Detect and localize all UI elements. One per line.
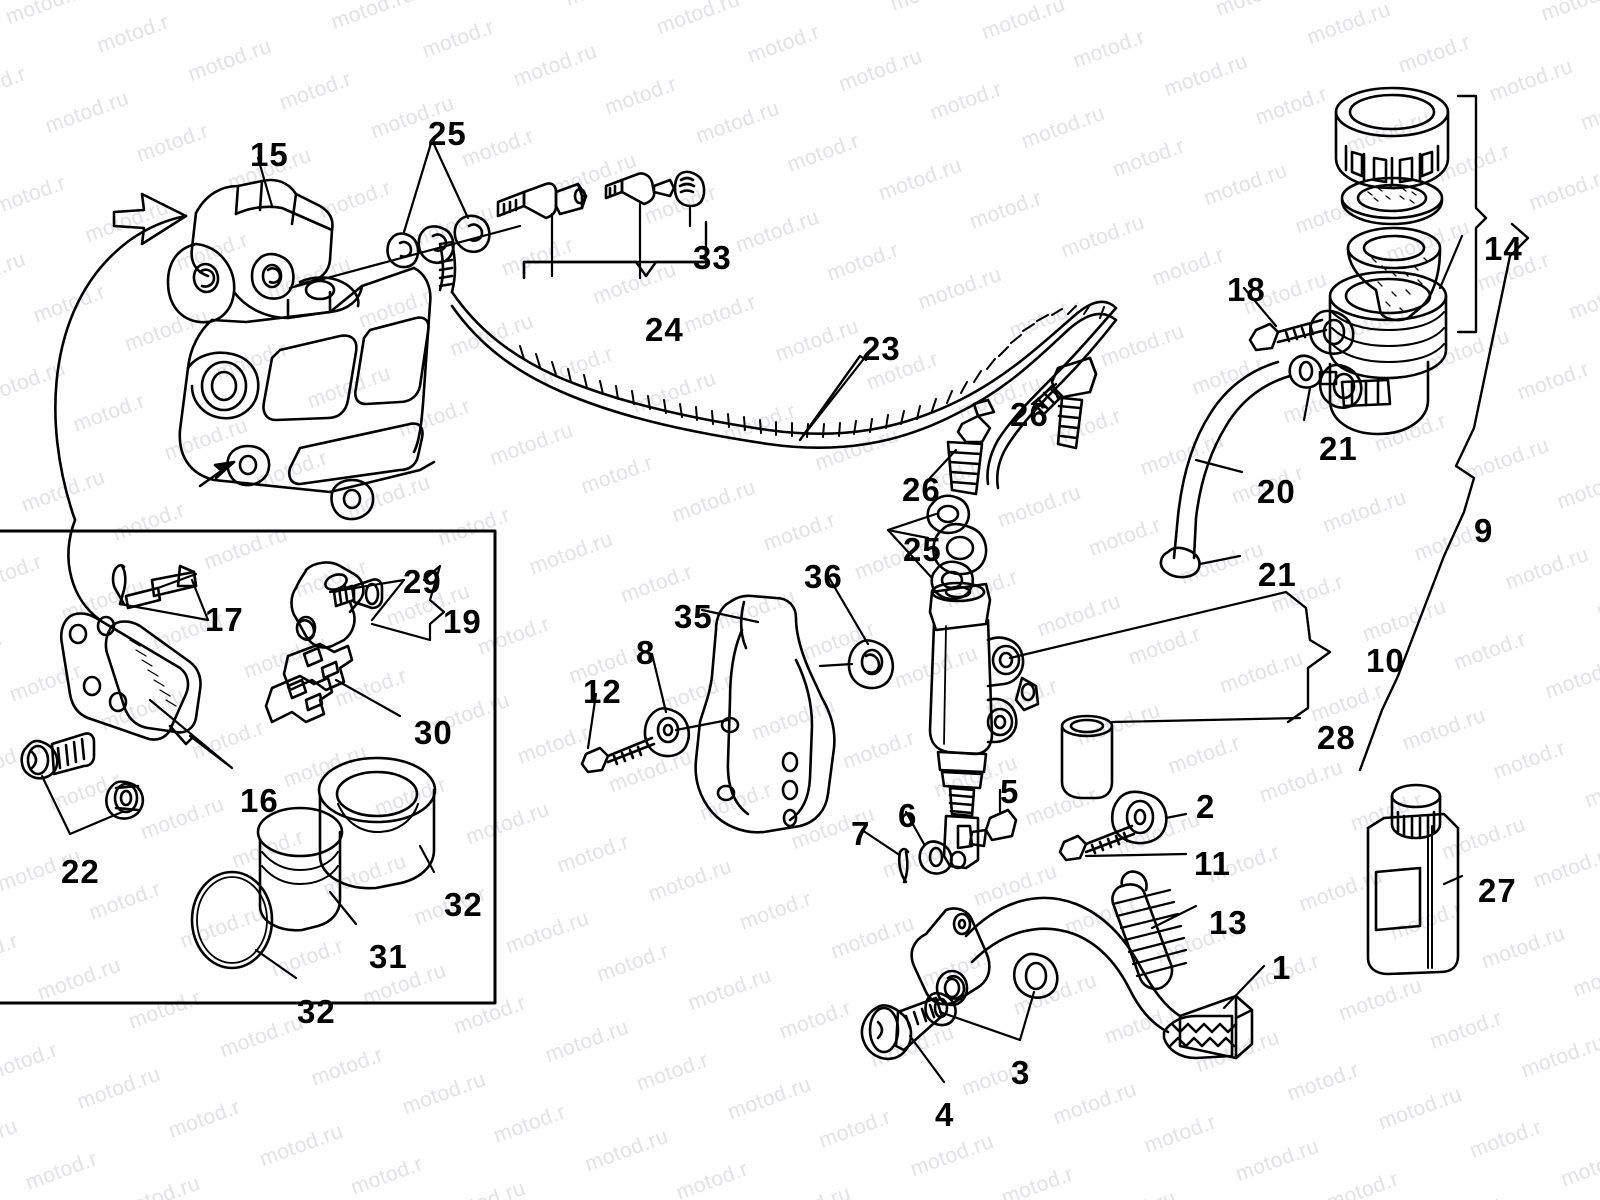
callout-36[interactable]: 36 — [804, 558, 843, 595]
callout-4[interactable]: 4 — [935, 1096, 955, 1133]
callout-30[interactable]: 30 — [414, 714, 453, 751]
callout-3[interactable]: 3 — [1011, 1054, 1031, 1091]
callout-5[interactable]: 5 — [1000, 773, 1020, 810]
callout-9[interactable]: 9 — [1474, 512, 1494, 549]
callout-24[interactable]: 24 — [645, 311, 684, 348]
callout-1[interactable]: 1 — [1272, 949, 1292, 986]
callout-12[interactable]: 12 — [583, 673, 622, 710]
callout-6[interactable]: 6 — [898, 797, 918, 834]
callout-20[interactable]: 20 — [1257, 473, 1296, 510]
callout-13[interactable]: 13 — [1209, 904, 1248, 941]
callout-2[interactable]: 2 — [1196, 788, 1216, 825]
callout-21-lower[interactable]: 21 — [1258, 556, 1297, 593]
callout-7[interactable]: 7 — [851, 815, 871, 852]
callout-19[interactable]: 19 — [443, 603, 482, 640]
callout-16[interactable]: 16 — [240, 782, 279, 819]
callout-11[interactable]: 11 — [1194, 845, 1231, 882]
callout-26-lower[interactable]: 26 — [902, 471, 941, 508]
callout-28[interactable]: 28 — [1317, 719, 1356, 756]
callout-17[interactable]: 17 — [205, 601, 244, 638]
callout-23[interactable]: 23 — [862, 330, 901, 367]
callout-32-upper[interactable]: 32 — [444, 886, 483, 923]
callout-31[interactable]: 31 — [369, 938, 408, 975]
callout-27[interactable]: 27 — [1478, 872, 1517, 909]
callout-22[interactable]: 22 — [61, 853, 100, 890]
callout-18[interactable]: 18 — [1227, 271, 1266, 308]
callout-32-lower[interactable]: 32 — [297, 993, 336, 1030]
callout-35[interactable]: 35 — [674, 598, 713, 635]
callout-15[interactable]: 15 — [250, 136, 289, 173]
callout-26-upper[interactable]: 26 — [1010, 396, 1049, 433]
callout-25-upper[interactable]: 25 — [428, 115, 467, 152]
callout-21-upper[interactable]: 21 — [1319, 430, 1358, 467]
callout-14[interactable]: 14 — [1484, 230, 1523, 267]
callout-29[interactable]: 29 — [403, 563, 442, 600]
callout-33[interactable]: 33 — [693, 239, 732, 276]
callout-8[interactable]: 8 — [636, 634, 656, 671]
callout-10[interactable]: 10 — [1366, 642, 1405, 679]
callout-25-lower[interactable]: 25 — [903, 531, 942, 568]
